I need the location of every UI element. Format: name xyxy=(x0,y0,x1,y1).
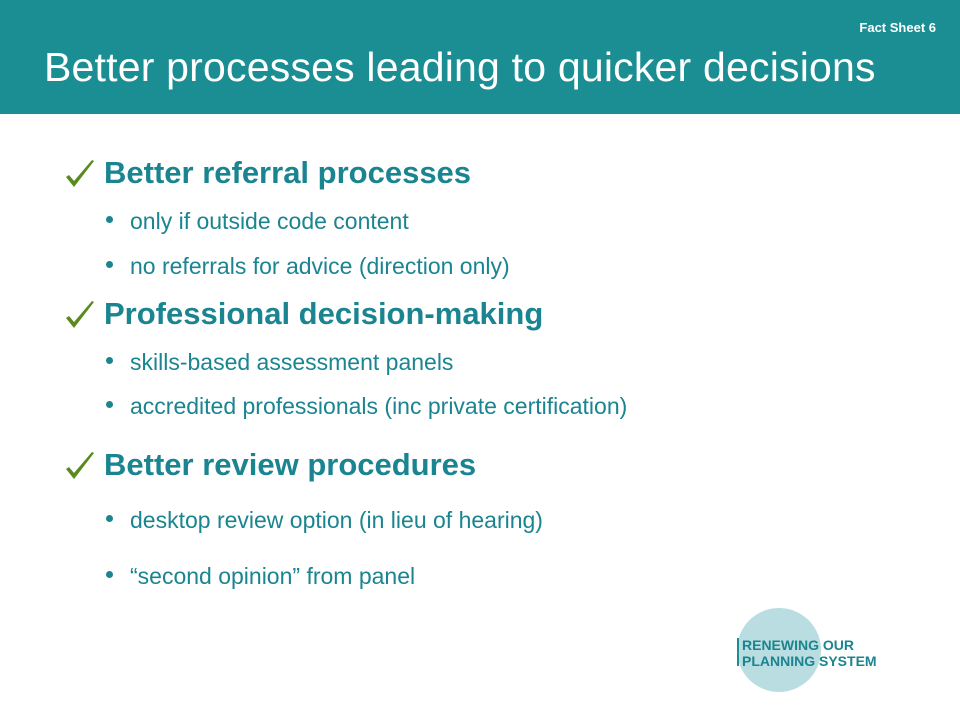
bullet-icon xyxy=(106,261,113,269)
checkmark-icon xyxy=(66,452,94,479)
page-title: Better processes leading to quicker deci… xyxy=(44,44,876,90)
logo-bar xyxy=(737,638,739,666)
section-heading: Better review procedures xyxy=(104,447,477,482)
bullet-icon xyxy=(106,515,113,523)
section-heading: Better referral processes xyxy=(104,155,472,190)
checkmark-icon xyxy=(66,301,94,328)
list-item: only if outside code content xyxy=(106,208,409,235)
list-item: “second opinion” from panel xyxy=(106,563,415,590)
fact-sheet-label: Fact Sheet 6 xyxy=(859,20,936,35)
bullet-icon xyxy=(106,401,113,409)
bullet-icon xyxy=(106,571,113,579)
logo-circle xyxy=(737,608,821,692)
renewing-planning-logo: RENEWING OUR PLANNING SYSTEM xyxy=(737,608,917,700)
list-item: skills-based assessment panels xyxy=(106,349,453,376)
bullet-icon xyxy=(106,216,113,224)
list-item: desktop review option (in lieu of hearin… xyxy=(106,507,543,534)
list-item: accredited professionals (inc private ce… xyxy=(106,393,627,420)
logo-text: RENEWING OUR PLANNING SYSTEM xyxy=(742,637,877,669)
header-banner: Fact Sheet 6 Better processes leading to… xyxy=(0,0,960,114)
section-heading: Professional decision-making xyxy=(104,296,544,331)
checkmark-icon xyxy=(66,160,94,187)
list-item: no referrals for advice (direction only) xyxy=(106,253,510,280)
logo-line-2: PLANNING SYSTEM xyxy=(742,653,877,669)
bullet-icon xyxy=(106,357,113,365)
logo-line-1: RENEWING OUR xyxy=(742,637,854,653)
